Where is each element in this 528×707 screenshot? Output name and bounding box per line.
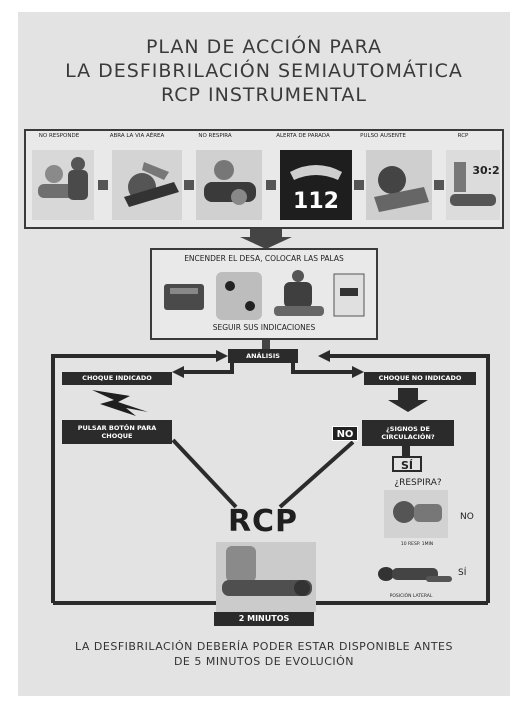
pads-on-chest-illustration <box>216 272 262 320</box>
phone-number-text: 112 <box>293 189 339 214</box>
desa-instruction: ENCENDER EL DESA, COLOCAR LAS PALAS <box>184 254 344 263</box>
lateral-caption: POSICIÓN LATERAL <box>389 594 433 599</box>
breathes-question: ¿RESPIRA? <box>394 478 442 488</box>
yes-circulation-label: SÍ <box>392 456 422 472</box>
arrow-2 <box>184 180 194 190</box>
rcp-ratio-text: 30:2 <box>472 164 499 177</box>
step-label-no-respira: NO RESPIRA <box>198 133 232 139</box>
shock-not-indicated-header: CHOQUE NO INDICADO <box>364 372 476 385</box>
arrow-4 <box>354 180 364 190</box>
cpr-illustration: 30:2 <box>446 150 500 220</box>
arrow-1 <box>98 180 108 190</box>
step-label-rcp: RCP <box>457 133 469 139</box>
lightning-bolt-icon <box>92 390 148 416</box>
footer-line-2: DE 5 MINUTOS DE EVOLUCIÓN <box>173 655 355 668</box>
breaths-caption: 10 RESP. 1MIN <box>400 542 434 547</box>
arrow-3 <box>266 180 276 190</box>
yes-connector <box>402 446 410 456</box>
two-minutes-box: 2 MINUTOS <box>214 612 314 626</box>
lateral-position-illustration <box>378 567 452 582</box>
steps-illustrations: 112 30:2 <box>32 150 500 220</box>
step-label-abra-via: ABRA LA VIA AÉREA <box>109 133 165 139</box>
step-label-alerta: ALERTA DE PARADA <box>276 133 330 139</box>
pulse-check-illustration <box>366 150 432 220</box>
flow-lines <box>51 350 490 605</box>
rcp-big-label: RCP <box>227 504 299 539</box>
press-shock-button: PULSAR BOTÓN PARA CHOQUE <box>62 420 172 444</box>
cpr-compressions-illustration <box>216 542 316 612</box>
poster: PLAN DE ACCIÓN PARA LA DESFIBRILACIÓN SE… <box>18 12 510 696</box>
down-arrow-2 <box>262 340 270 354</box>
circulation-question: ¿SIGNOS DE CIRCULACIÓN? <box>362 420 454 446</box>
down-arrow-1 <box>240 229 292 249</box>
arrow-5 <box>434 180 444 190</box>
breathes-no-label: NO <box>460 512 474 522</box>
shock-indicated-header: CHOQUE INDICADO <box>62 372 172 385</box>
title-line-1: PLAN DE ACCIÓN PARA <box>145 36 383 58</box>
phone-112-icon: 112 <box>280 150 352 220</box>
desa-follow: SEGUIR SUS INDICACIONES <box>212 323 316 332</box>
title-line-2: LA DESFIBRILACIÓN SEMIAUTOMÁTICA <box>65 60 463 82</box>
desa-screen-icon <box>333 273 365 317</box>
check-breathing-illustration <box>196 150 262 220</box>
step-label-no-responde: NO RESPONDE <box>38 133 80 139</box>
analysis-box: ANÁLISIS <box>228 349 298 363</box>
footer-line-1: LA DESFIBRILACIÓN DEBERÍA PODER ESTAR DI… <box>75 640 453 653</box>
title-line-3: RCP INSTRUMENTAL <box>161 84 367 106</box>
rescue-breaths-illustration <box>384 490 448 538</box>
defibrillator-device-icon <box>164 284 204 310</box>
breathes-yes-label: SÍ <box>458 568 467 578</box>
unresponsive-person-illustration <box>32 150 94 220</box>
step-label-pulso: PULSO AUSENTE <box>360 133 406 139</box>
desa-illustrations <box>164 270 365 320</box>
open-airway-illustration <box>112 150 182 220</box>
no-circulation-label: NO <box>332 426 358 441</box>
rescuer-illustration <box>274 270 324 316</box>
